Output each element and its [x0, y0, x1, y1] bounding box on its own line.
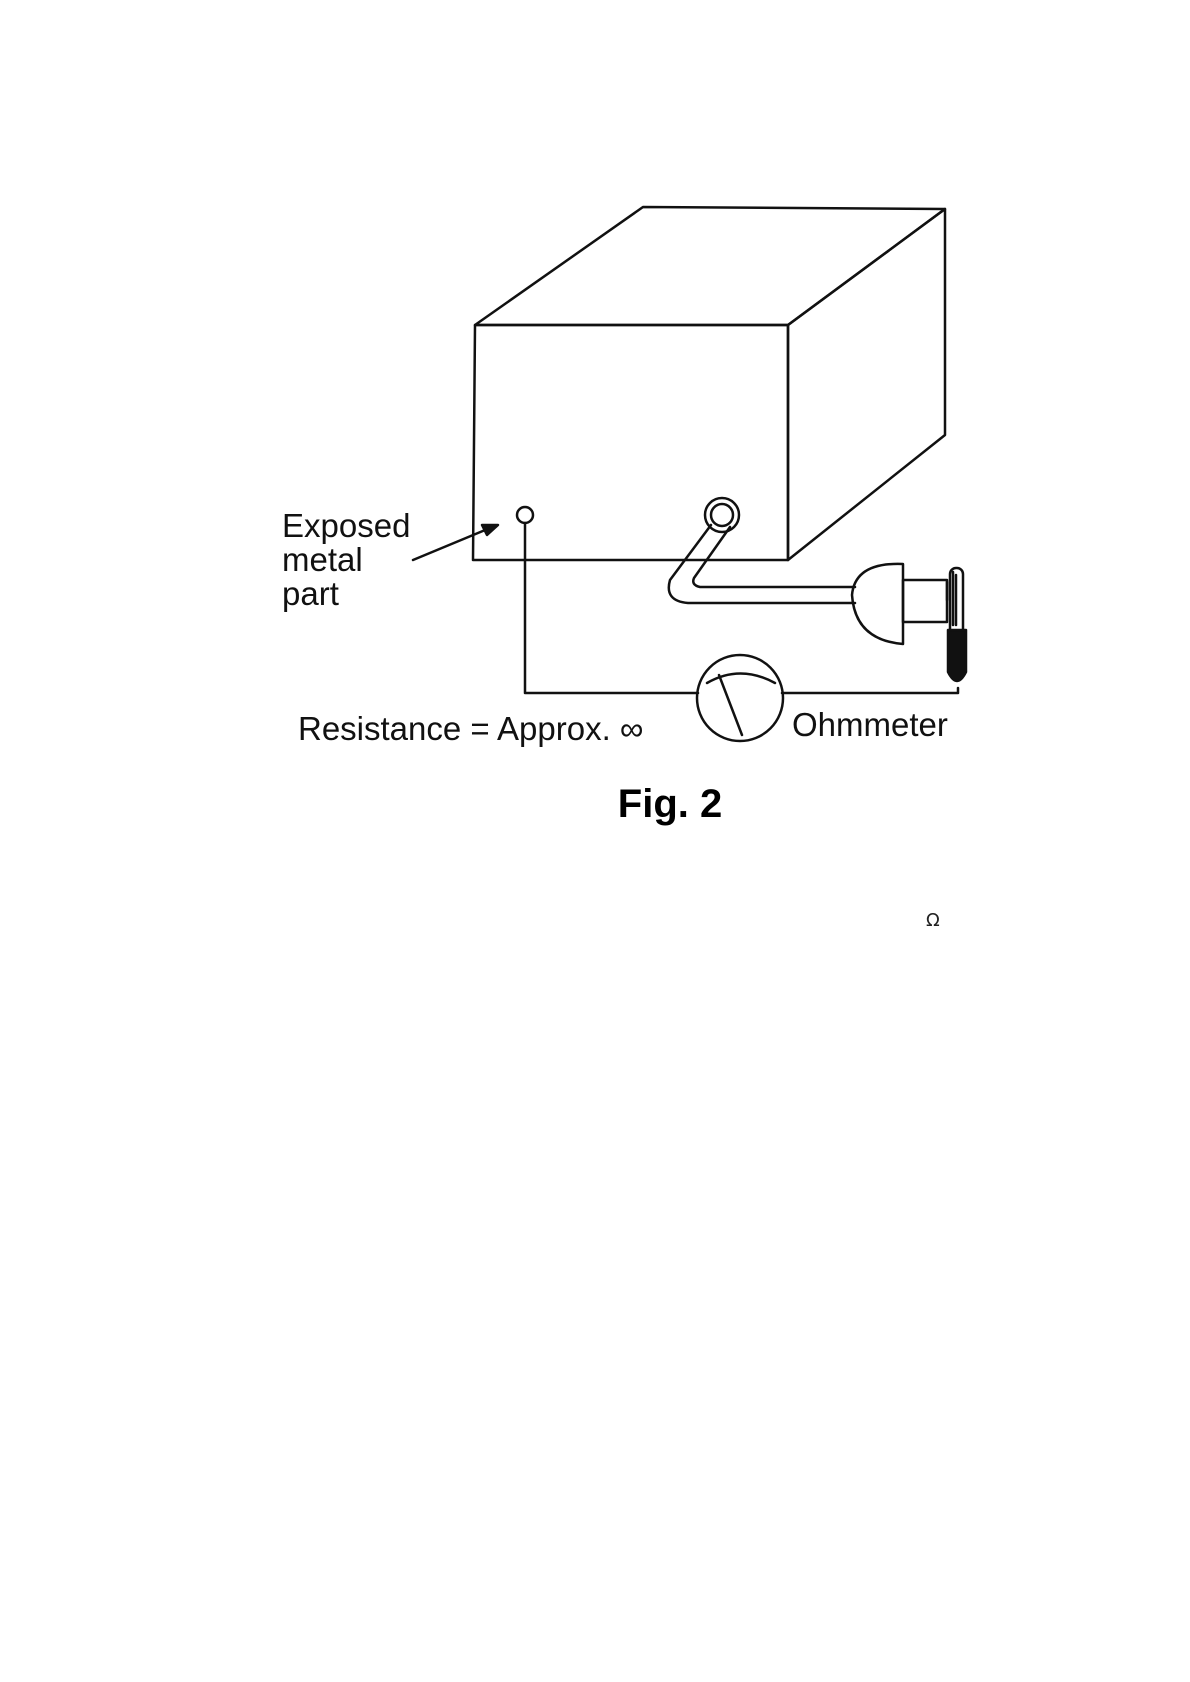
ohmmeter-dial: [697, 655, 783, 741]
power-plug: [852, 564, 966, 681]
callout-arrow: [413, 525, 498, 560]
exposed-metal-part-label: Exposed metal part: [282, 509, 410, 611]
test-leads: [525, 523, 958, 693]
callout-line-3: part: [282, 577, 410, 611]
callout-line-2: metal: [282, 543, 410, 577]
cabinet-side-face: [788, 209, 945, 560]
appliance-cabinet: [473, 207, 945, 560]
cabinet-top-face: [475, 207, 945, 325]
figure-caption: Fig. 2: [0, 782, 1190, 827]
plug-blade: [948, 630, 966, 681]
resistance-label: Resistance = Approx. ∞: [298, 712, 643, 746]
exposed-metal-terminal: [517, 507, 533, 523]
ohmmeter-label: Ohmmeter: [792, 708, 948, 742]
callout-line-1: Exposed: [282, 509, 410, 543]
power-cord: [669, 525, 855, 603]
stray-omega-symbol: Ω: [926, 910, 940, 931]
cabinet-front-face: [473, 325, 788, 560]
